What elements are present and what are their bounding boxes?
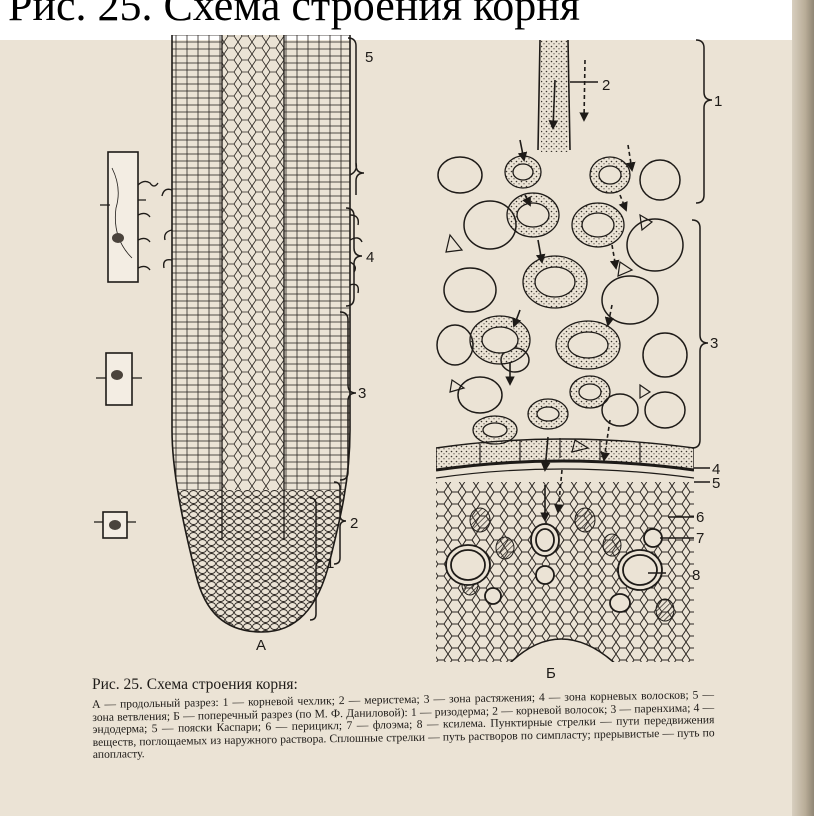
zone-label-b-5: 5 [712, 475, 720, 492]
cell-inset-elongated [100, 152, 158, 282]
zone-label-b-1: 1 [714, 93, 722, 110]
zone-label-a-1: 1 [326, 555, 334, 572]
book-spine-shadow [792, 0, 814, 816]
figure-caption-body: А — продольный разрез: 1 — корневой чехл… [92, 689, 715, 762]
cell-inset-medium [96, 353, 142, 405]
root-structure-figure: 5 4 3 2 1 А [0, 0, 814, 680]
cross-section-drawing [436, 40, 694, 668]
zone-label-a-5: 5 [365, 49, 373, 66]
zone-label-a-3: 3 [358, 385, 366, 402]
zone-label-b-2: 2 [602, 77, 610, 94]
zone-label-a-4: 4 [366, 249, 374, 266]
figure-letter-a: А [256, 637, 266, 654]
zone-label-a-2: 2 [350, 515, 358, 532]
zone-label-b-6: 6 [696, 509, 704, 526]
longitudinal-section-drawing [162, 35, 362, 640]
zone-label-b-7: 7 [696, 530, 704, 547]
zone-label-b-3: 3 [710, 335, 718, 352]
cell-inset-small [94, 512, 136, 538]
zone-label-b-8: 8 [692, 567, 700, 584]
